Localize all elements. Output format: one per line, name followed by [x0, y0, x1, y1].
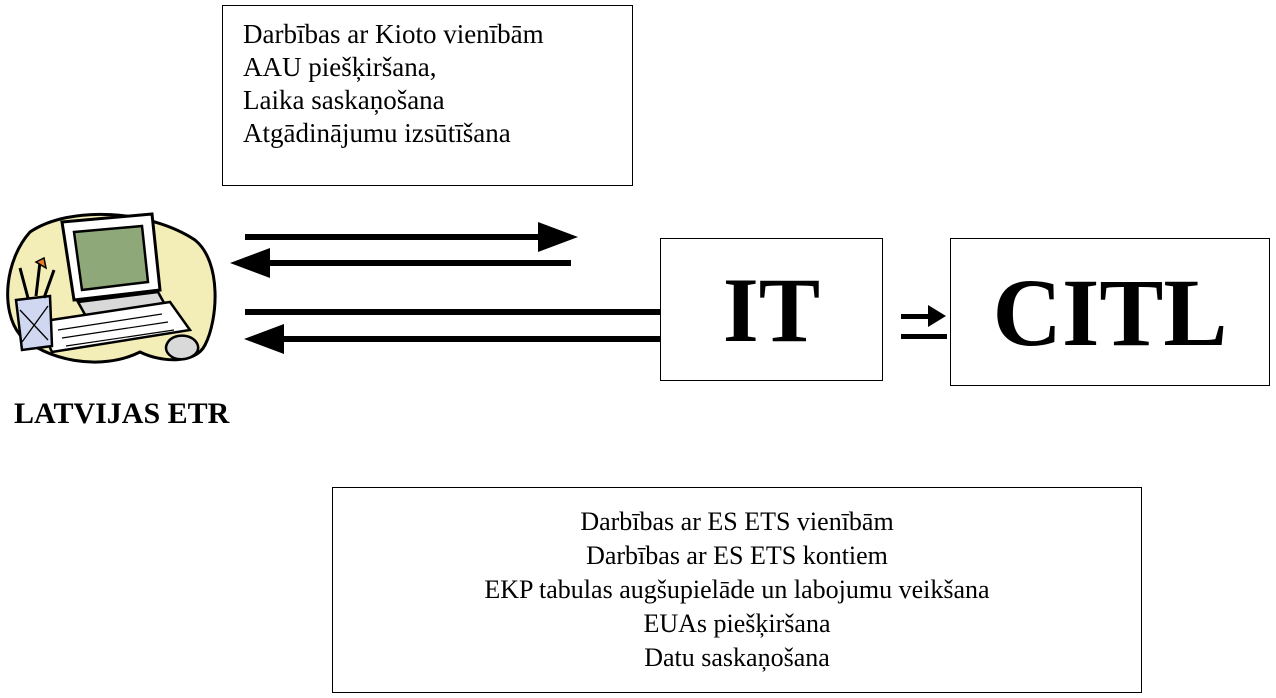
kyoto-operations-box: Darbības ar Kioto vienībām AAU piešķirša…	[222, 5, 633, 186]
ets-line: EKP tabulas augšupielāde un labojumu vei…	[484, 575, 990, 604]
ets-line: Darbības ar ES ETS kontiem	[586, 541, 888, 570]
ets-line: EUAs piešķiršana	[643, 609, 831, 638]
ets-operations-box: Darbības ar ES ETS vienībām Darbības ar …	[332, 487, 1142, 693]
it-label: IT	[722, 258, 821, 361]
ets-line: Darbības ar ES ETS vienībām	[580, 507, 894, 536]
upper-arrow-pair	[230, 222, 578, 278]
citl-label: CITL	[992, 258, 1228, 366]
kyoto-line: Atgādinājumu izsūtīšana	[243, 118, 511, 148]
computer-clipart-icon	[6, 212, 217, 364]
ets-line: Datu saskaņošana	[644, 643, 830, 672]
kyoto-line: Darbības ar Kioto vienībām	[243, 19, 544, 49]
it-node: IT	[660, 238, 883, 381]
kyoto-line: Laika saskaņošana	[243, 85, 445, 115]
citl-node: CITL	[950, 238, 1270, 386]
kyoto-line: AAU piešķiršana,	[243, 52, 437, 82]
registry-label: LATVIJAS ETR	[14, 397, 230, 430]
lower-arrow-pair	[244, 309, 660, 354]
it-citl-arrows	[901, 305, 947, 339]
